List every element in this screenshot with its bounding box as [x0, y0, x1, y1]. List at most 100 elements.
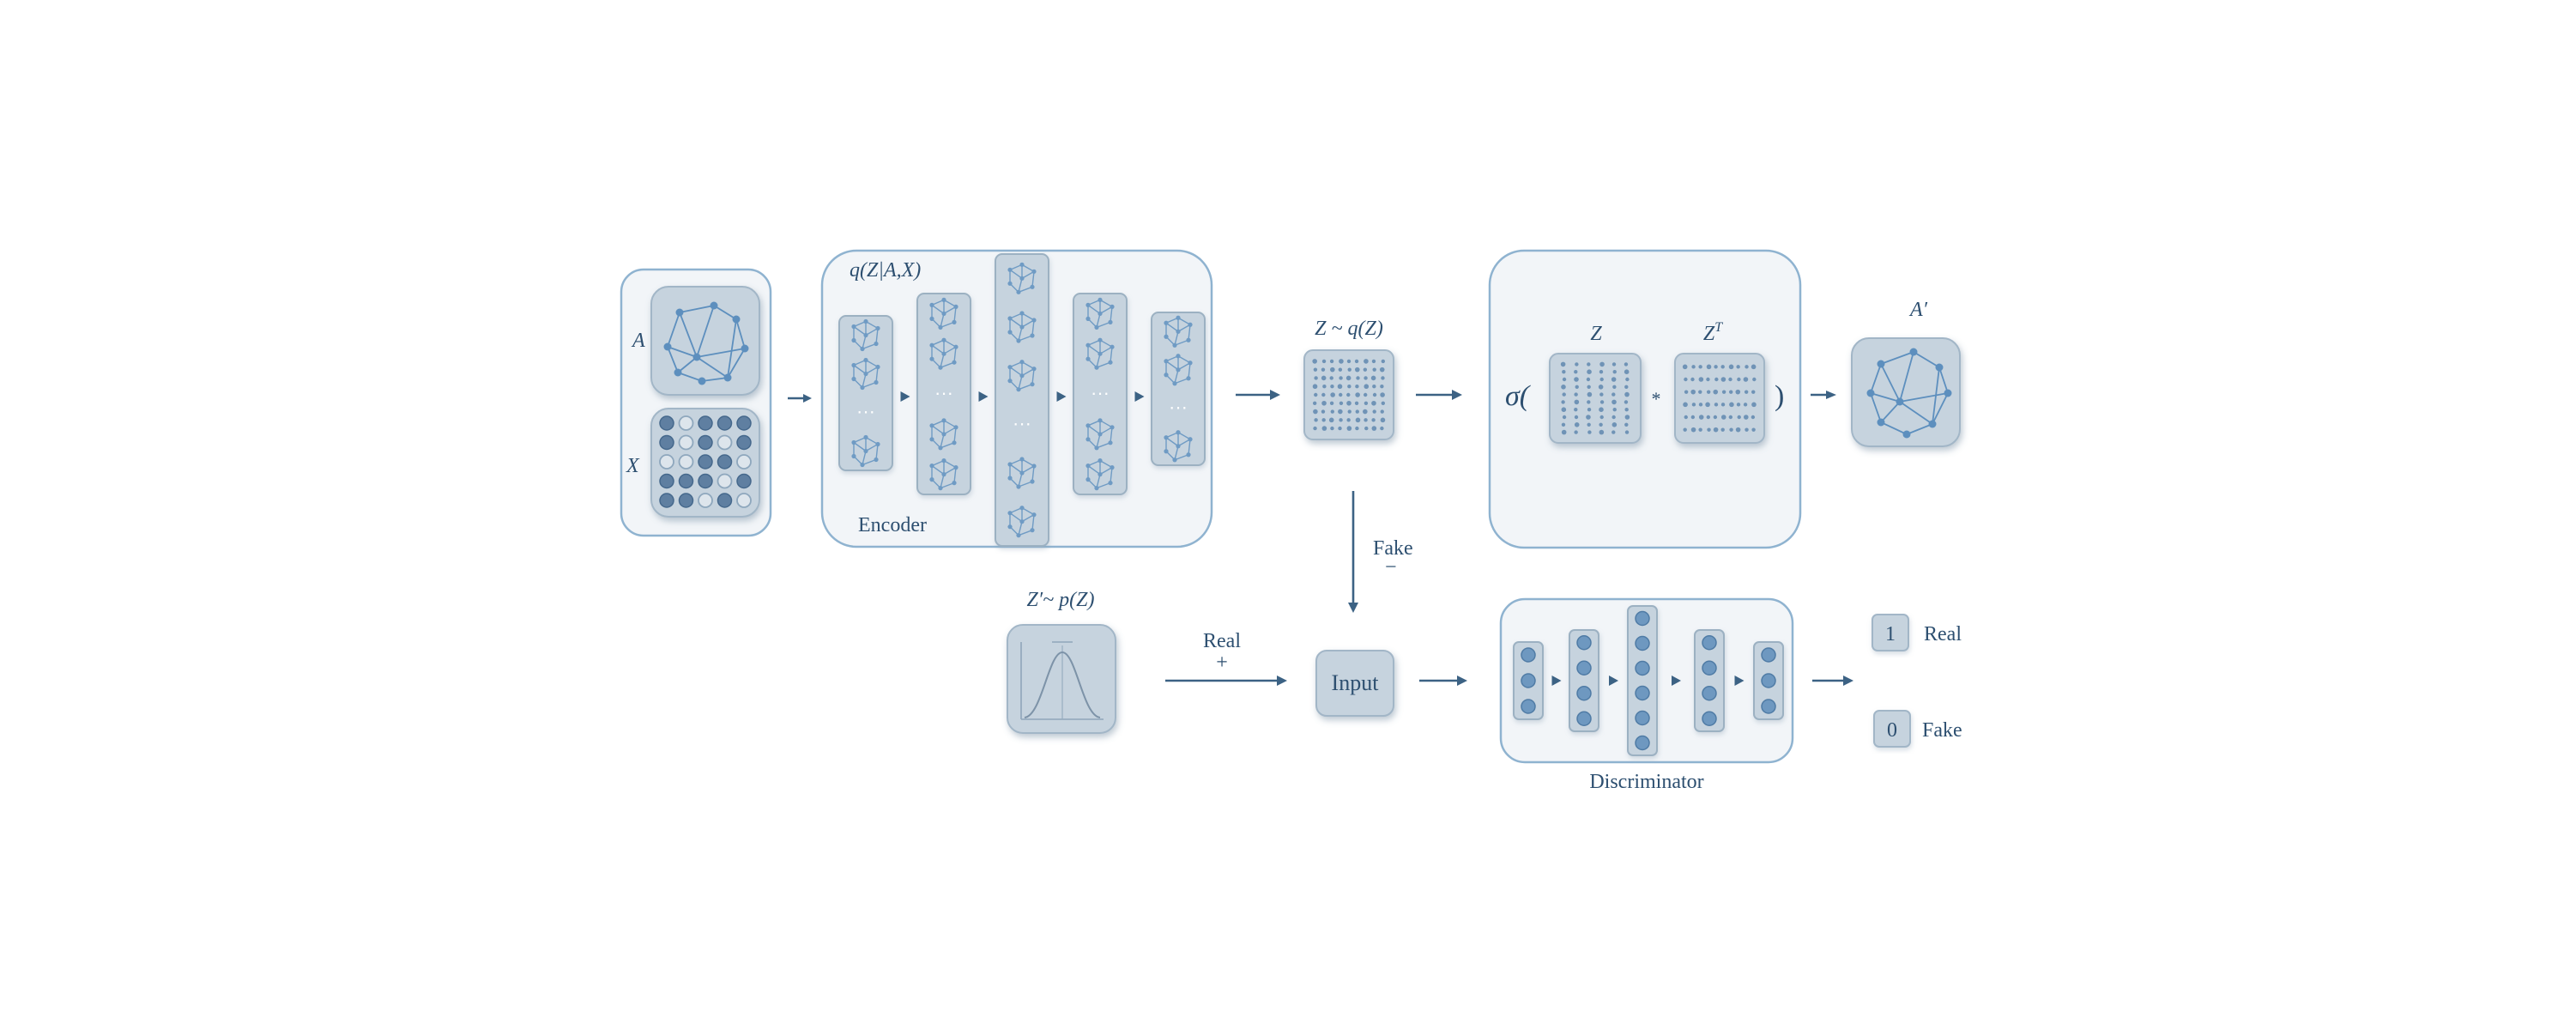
matrix-dot [1690, 427, 1696, 433]
matrix-dot [1330, 385, 1334, 389]
matrix-dot [1328, 417, 1334, 423]
matrix-dot [1684, 415, 1688, 420]
matrix-dot [1624, 362, 1629, 367]
matrix-dot [1745, 427, 1749, 432]
arrow-input-to-discriminator [1419, 676, 1467, 686]
matrix-dot [1705, 402, 1710, 408]
matrix-dot [1313, 367, 1318, 372]
matrix-dot [1339, 401, 1344, 405]
matrix-dot [1562, 415, 1567, 420]
matrix-dot [1561, 400, 1565, 404]
neuron [1635, 635, 1650, 651]
feature-cell [678, 434, 694, 451]
matrix-dot [1706, 364, 1712, 370]
z-matrix-dots [1560, 361, 1630, 435]
matrix-dot [1729, 427, 1733, 432]
matrix-dot [1381, 359, 1386, 364]
matrix-dot [1587, 400, 1591, 404]
matrix-dot [1612, 392, 1616, 397]
matrix-dot [1612, 408, 1617, 412]
matrix-dot [1684, 377, 1688, 382]
matrix-dot [1737, 377, 1741, 382]
latent-matrix-dots [1312, 359, 1386, 431]
graph-icon [663, 301, 749, 385]
neuron [1576, 635, 1592, 651]
matrix-dot [1587, 430, 1592, 434]
discriminator-layers [1513, 605, 1784, 756]
matrix-dot [1330, 426, 1334, 431]
matrix-dot [1338, 426, 1342, 431]
matrix-dot [1684, 390, 1689, 394]
plus-sign: + [1216, 651, 1228, 674]
feature-matrix-grid [659, 415, 752, 508]
encoder-panel: q(Z|A,X) Encoder ··············· [820, 249, 1213, 548]
matrix-dot [1346, 418, 1351, 422]
matrix-dot [1611, 377, 1617, 382]
neuron [1761, 673, 1776, 688]
matrix-dot [1743, 377, 1749, 382]
matrix-dot [1321, 375, 1327, 381]
matrix-dot [1371, 400, 1376, 406]
matrix-dot [1313, 426, 1317, 431]
fake-arrow-label: Fake [1373, 537, 1413, 560]
matrix-dot [1575, 362, 1579, 367]
feature-cell [717, 415, 733, 431]
matrix-dot [1691, 403, 1696, 407]
latent-label: Z ~ q(Z) [1315, 318, 1383, 340]
matrix-dot [1737, 415, 1741, 420]
matrix-dot [1354, 401, 1359, 405]
neuron [1521, 647, 1536, 663]
matrix-dot [1561, 385, 1566, 390]
graph-icon [1866, 348, 1952, 439]
feature-cell [659, 454, 674, 470]
neuron [1761, 647, 1776, 663]
encoder-label: Encoder [858, 514, 927, 536]
matrix-dot [1339, 392, 1343, 397]
adjacency-label: A [631, 330, 645, 352]
matrix-dot [1598, 385, 1604, 390]
matrix-dot [1720, 403, 1726, 407]
encoder-column: ··· [1073, 293, 1128, 495]
neuron [1576, 660, 1592, 676]
neuron [1635, 685, 1650, 701]
matrix-dot [1707, 427, 1711, 432]
matrix-dot [1321, 418, 1326, 422]
feature-cell [736, 454, 752, 470]
matrix-dot [1736, 365, 1740, 369]
matrix-dot [1721, 390, 1726, 394]
graph-icon [1085, 458, 1115, 491]
graph-icon [1007, 311, 1037, 343]
matrix-dot [1364, 376, 1368, 380]
graph-icon [1085, 297, 1115, 330]
output-real: 1 Real [1872, 614, 1962, 651]
ellipsis: ··· [1091, 382, 1110, 403]
matrix-dot [1574, 370, 1578, 374]
matrix-dot [1612, 385, 1617, 389]
matrix-dot [1574, 422, 1580, 427]
sigma-open: σ( [1505, 380, 1532, 412]
encoder-column: ··· [1151, 312, 1206, 466]
matrix-dot [1691, 365, 1696, 369]
matrix-dot [1321, 392, 1326, 397]
matrix-dot [1354, 367, 1360, 373]
feature-cell [659, 473, 674, 489]
neuron [1635, 660, 1650, 676]
z-transpose-label: ZT [1703, 320, 1723, 345]
matrix-dot [1683, 402, 1688, 408]
feature-cell [717, 454, 733, 470]
layer-arrow-icon [978, 391, 989, 402]
matrix-dot [1624, 400, 1629, 404]
features-label: X [626, 455, 640, 477]
matrix-dot [1735, 389, 1741, 395]
matrix-dot [1612, 430, 1616, 434]
arrow-encoder-to-latent [1236, 390, 1280, 400]
matrix-dot [1625, 377, 1630, 382]
matrix-dot [1345, 375, 1351, 381]
matrix-dot [1381, 401, 1386, 405]
graph-icon [929, 297, 958, 330]
prior-label: Z′~ p(Z) [1027, 589, 1095, 611]
discriminator-layer [1627, 605, 1658, 756]
matrix-dot [1379, 367, 1385, 373]
matrix-dot [1321, 359, 1327, 364]
matrix-dot [1612, 362, 1617, 367]
